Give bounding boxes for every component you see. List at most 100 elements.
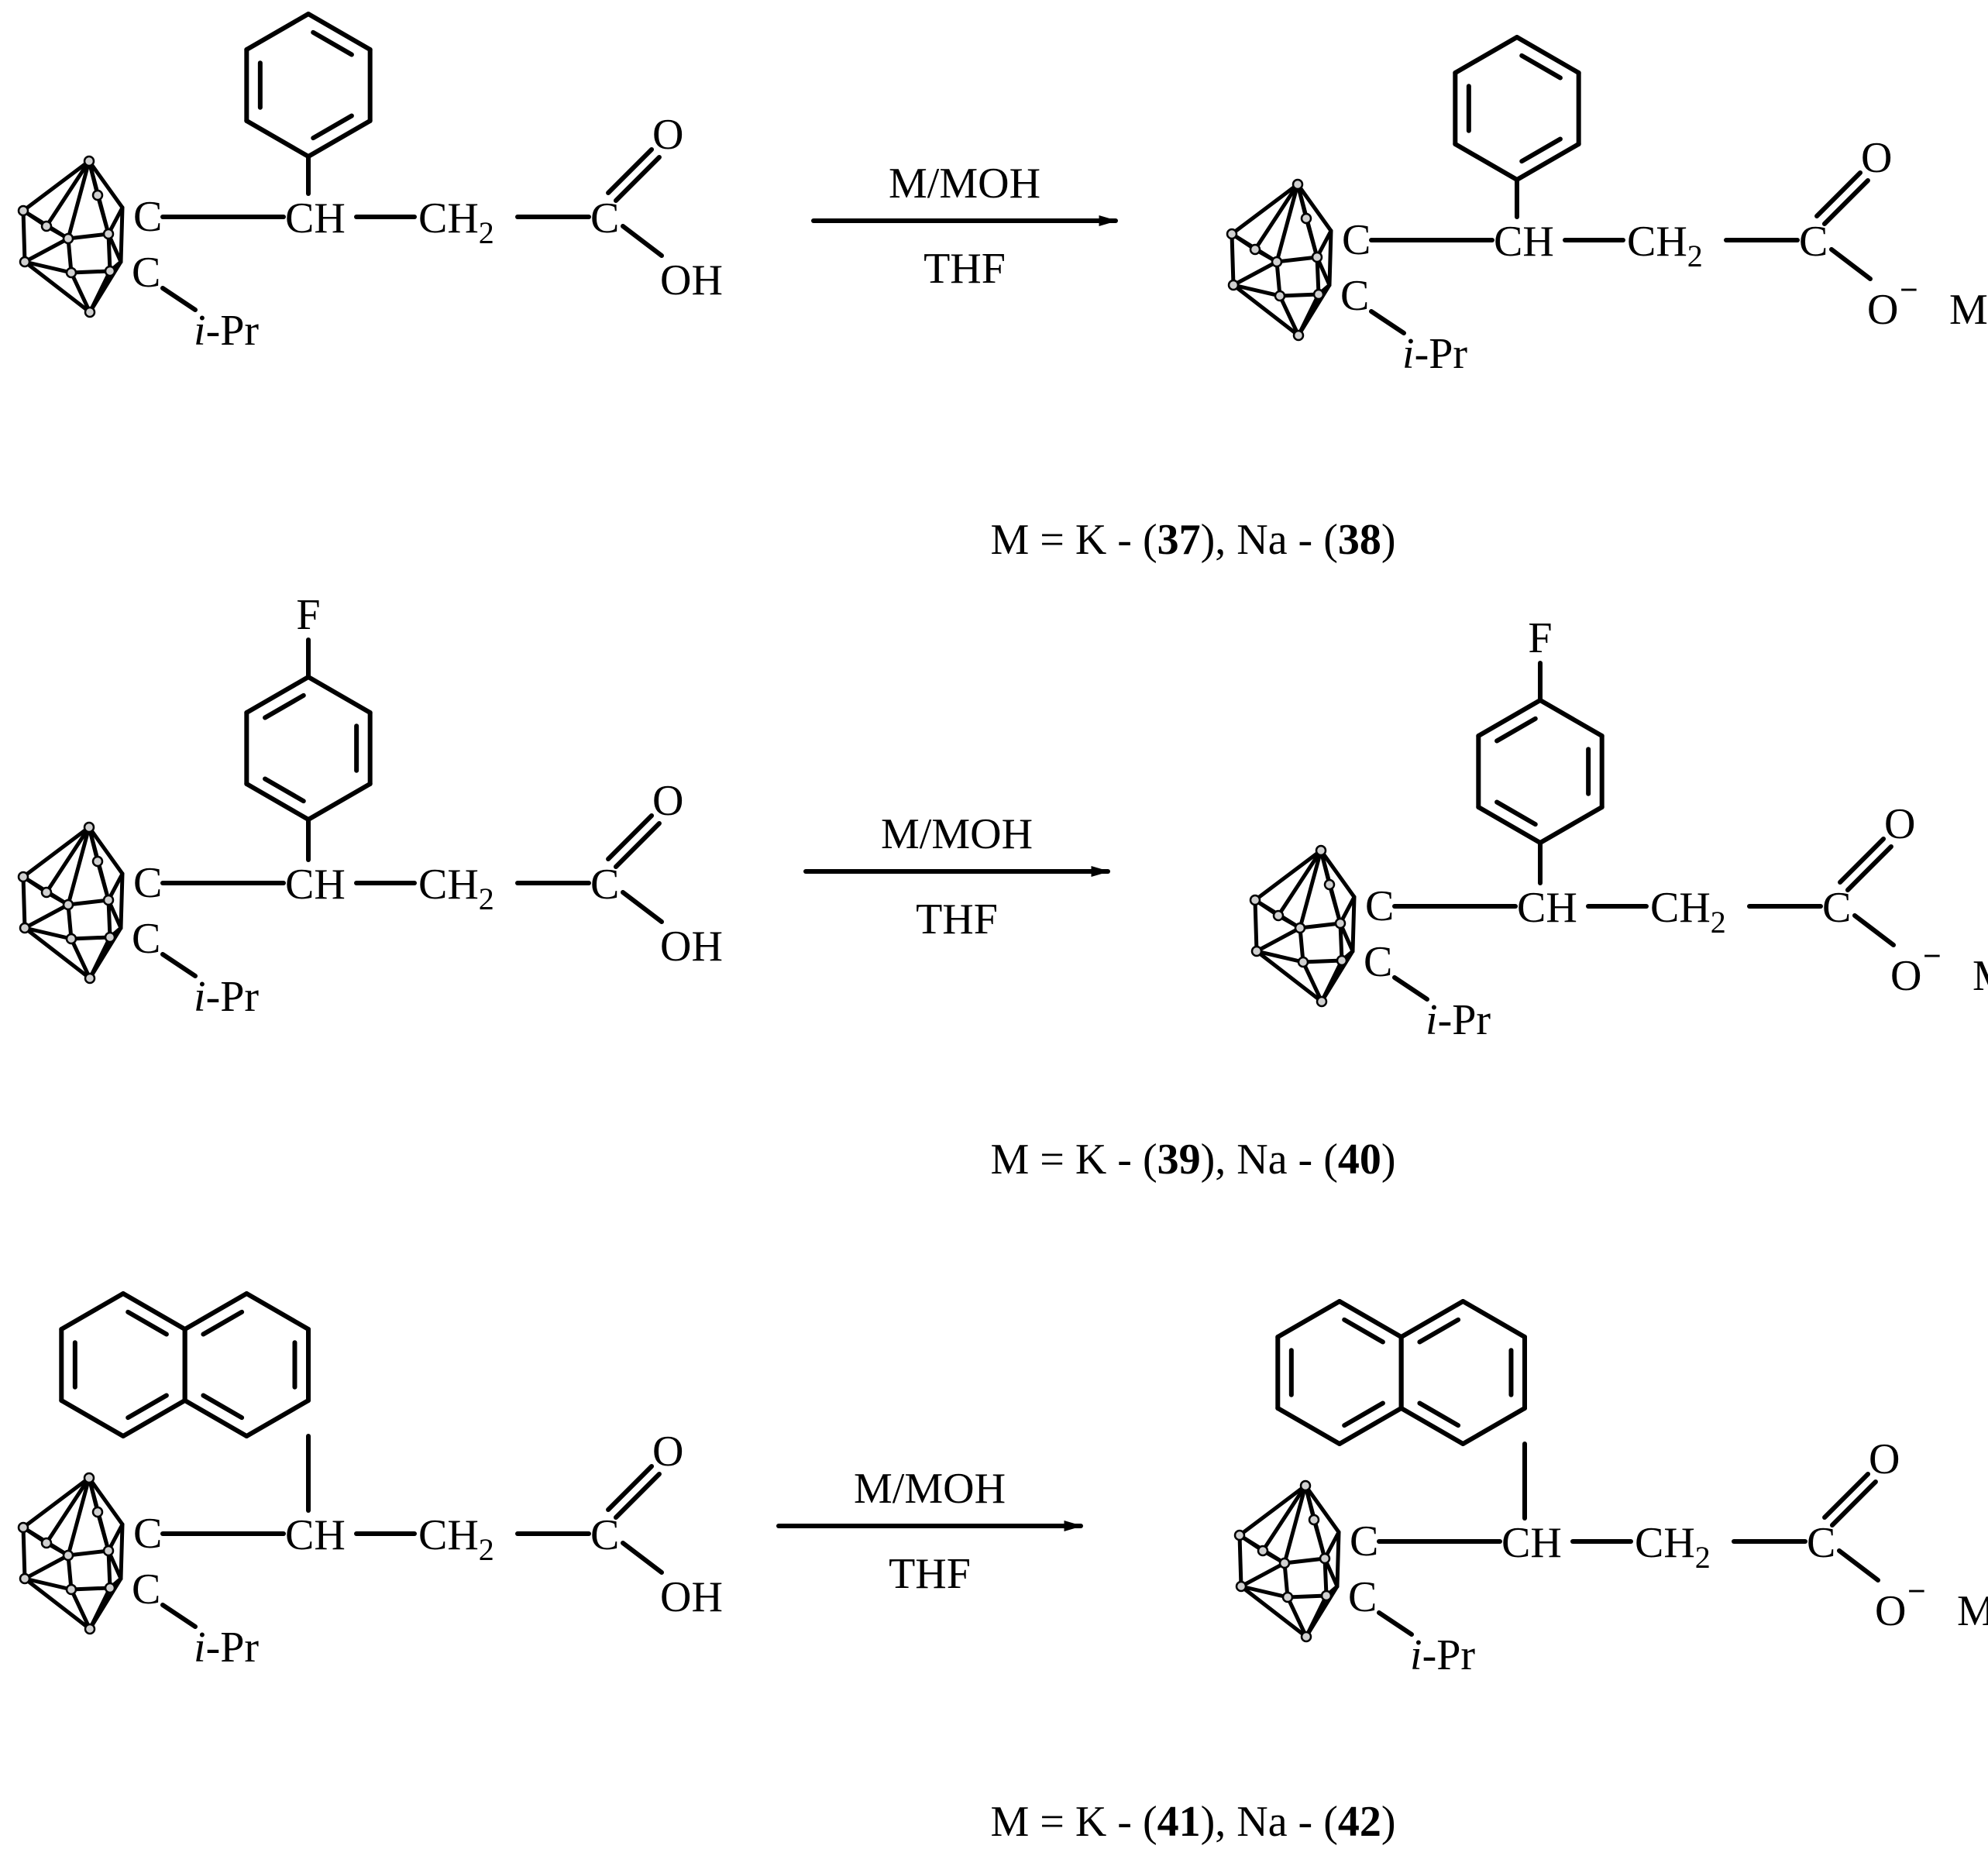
cage-edge <box>1301 960 1324 1004</box>
cage-edge <box>1338 921 1344 963</box>
bond-c-o-single <box>621 1541 664 1575</box>
negative-charge: − <box>1900 273 1918 308</box>
cage-edge <box>22 259 92 314</box>
caption-text: ), Na - ( <box>1201 1798 1338 1846</box>
cage-edge <box>87 825 125 876</box>
cage-edge <box>1261 1483 1308 1553</box>
fluorophenyl-ring <box>1494 799 1538 827</box>
cage-edge <box>66 902 74 941</box>
bond-c-o-single <box>621 224 664 258</box>
carborane-cage <box>17 1472 125 1635</box>
cage-edge <box>1254 949 1305 964</box>
cage-edge <box>1231 283 1282 298</box>
cage-edge <box>1254 949 1324 1004</box>
cage-edge <box>22 259 74 275</box>
metal-cation: M <box>1949 286 1988 334</box>
bond-c-o-double <box>613 1471 662 1520</box>
ipr-bond <box>160 952 198 978</box>
cage-edge <box>21 1476 91 1530</box>
cage-edge <box>87 825 100 864</box>
cage-edge <box>44 159 91 229</box>
bond-c-o-single <box>1829 247 1873 281</box>
cage-vertex <box>1312 288 1325 301</box>
cage-edge <box>1230 232 1236 287</box>
phenyl-ring <box>1453 35 1519 75</box>
naphthyl-ring-a <box>1460 1299 1527 1339</box>
fluorophenyl-ring <box>263 692 306 720</box>
naphthyl-ring-b <box>1342 1400 1385 1428</box>
cage-edge <box>1239 1584 1290 1600</box>
cage-edge <box>1282 1556 1327 1565</box>
cage-edge <box>119 205 125 264</box>
naphthyl-ring-a <box>201 1393 245 1421</box>
ch2-label: CH2 <box>1650 884 1726 940</box>
fluorophenyl-ring <box>306 782 373 822</box>
cage-edge <box>1231 259 1279 287</box>
bond-c-o-double <box>1829 1479 1878 1528</box>
cage-edge <box>1239 1561 1287 1589</box>
cage-vertex <box>84 1623 96 1635</box>
ch-label: CH <box>1494 218 1554 266</box>
cage-edge <box>22 1576 74 1592</box>
phenyl-ring <box>306 119 373 159</box>
fluorophenyl-ring <box>244 675 311 715</box>
cage-edge <box>21 875 27 930</box>
phenyl-ring <box>1515 142 1581 182</box>
phenyl-ring <box>244 12 311 52</box>
cage-edge <box>66 1548 111 1558</box>
cage-vertex <box>1299 1479 1312 1492</box>
cage-vertex <box>40 220 53 232</box>
carboxylate-oxygen: O <box>1890 952 1921 1000</box>
caption-text: M = K - ( <box>990 1136 1157 1184</box>
carboxylate-oxygen: O <box>1867 286 1898 334</box>
naphthyl-ring-b <box>120 1291 187 1332</box>
cage-vertex <box>1308 1514 1320 1526</box>
cage-edge <box>106 1548 112 1590</box>
naphthyl-ring-b <box>1342 1317 1385 1345</box>
cage-vertex <box>1292 329 1305 342</box>
cage-edge <box>1237 1533 1243 1589</box>
cage-edge <box>1295 182 1309 221</box>
cage-edge <box>1304 216 1319 259</box>
bond-c-o-double <box>606 147 655 196</box>
caption-text: ), Na - ( <box>1201 1136 1338 1184</box>
negative-charge: − <box>1907 1574 1926 1610</box>
phenyl-ring <box>1519 53 1563 81</box>
cage-edge <box>1274 182 1300 264</box>
cage-vertex <box>1271 256 1283 268</box>
cage-carbon-2: C <box>132 1565 160 1613</box>
cage-carbon-1: C <box>1350 1517 1378 1565</box>
compound-number: 38 <box>1338 516 1381 564</box>
cage-edge <box>95 859 111 902</box>
metal-cation: M <box>1957 1587 1988 1635</box>
cage-edge <box>1319 848 1357 899</box>
carborane-cage <box>1233 1479 1341 1643</box>
naphthyl-ring-a <box>182 1291 249 1332</box>
cage-vertex <box>1227 279 1240 291</box>
cage-edge <box>1237 1483 1308 1538</box>
cage-edge <box>21 1525 27 1581</box>
bond-c-o-double <box>606 1464 655 1513</box>
cage-carbon-1: C <box>133 859 162 907</box>
cage-edge <box>1230 182 1300 236</box>
cage-vertex <box>84 972 96 985</box>
naphthyl-ring-b <box>120 1398 187 1438</box>
bond-c-o-single <box>1837 1548 1880 1582</box>
carborane-cage <box>1226 178 1333 342</box>
cage-vertex <box>1233 1529 1246 1541</box>
cage-vertex <box>62 232 74 245</box>
cage-vertex <box>104 931 116 943</box>
carbonyl-oxygen: O <box>1884 800 1915 848</box>
reagent-label: M/MOH <box>881 810 1033 858</box>
cage-vertex <box>83 821 95 833</box>
cage-edge <box>22 1576 92 1631</box>
cage-vertex <box>19 922 31 934</box>
compound-number: 37 <box>1157 516 1201 564</box>
cage-edge <box>1322 1556 1329 1598</box>
fluorine-label: F <box>296 591 320 639</box>
cage-vertex <box>1272 909 1285 922</box>
caption-text: ) <box>1381 1798 1396 1846</box>
